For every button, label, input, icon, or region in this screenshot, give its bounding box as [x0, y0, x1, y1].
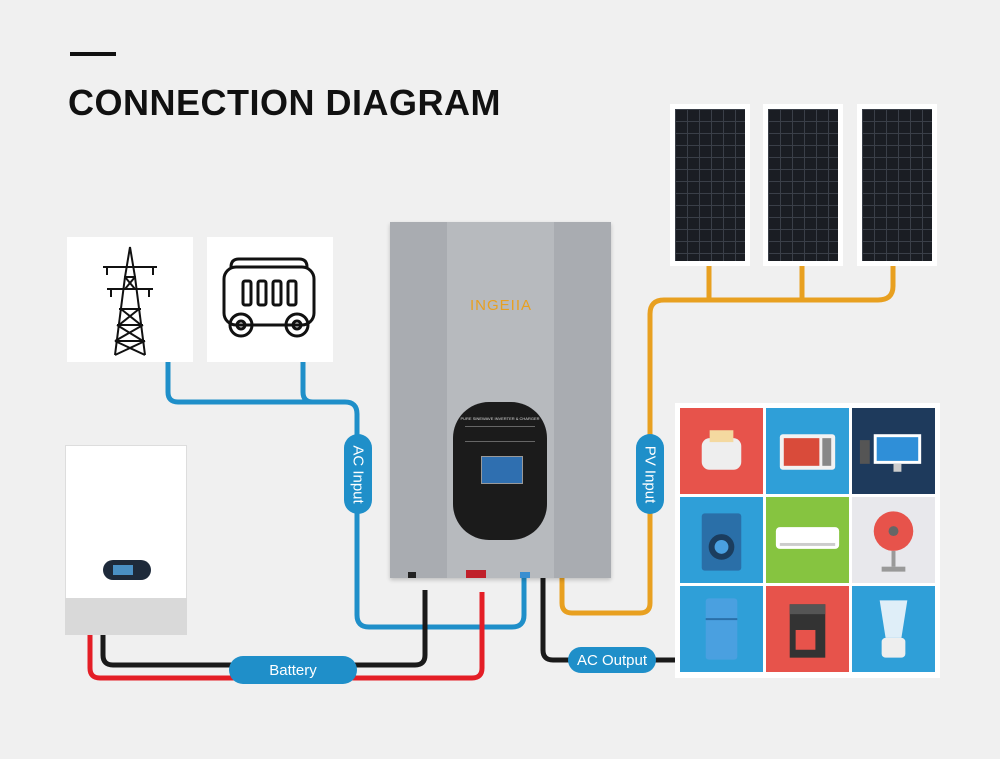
- grid-card: [67, 237, 193, 362]
- appliance-tile: [766, 586, 849, 672]
- air-conditioner-icon: [775, 527, 840, 549]
- blender-icon: [879, 600, 908, 658]
- generator-icon: [222, 257, 316, 338]
- ac-output-label: AC Output: [568, 647, 656, 673]
- inverter-unit: INGEIIA PURE SINEWAVE INVERTER & CHARGER: [390, 222, 611, 578]
- washing-machine-icon: [701, 513, 742, 571]
- title-accent-bar: [70, 52, 116, 56]
- inverter-lcd-screen: [481, 456, 523, 484]
- toaster-icon: [701, 430, 742, 470]
- battery-screen: [113, 565, 133, 575]
- power-pylon-icon: [103, 246, 157, 356]
- appliance-tile: [852, 586, 935, 672]
- terminal-positive: [466, 570, 486, 578]
- appliance-tile: [766, 408, 849, 494]
- appliance-grid: [675, 403, 940, 678]
- solar-panel-icon: [862, 109, 932, 261]
- coffee-maker-icon: [789, 604, 826, 658]
- battery-label: Battery: [229, 656, 357, 684]
- solar-panel-3: [857, 104, 937, 266]
- appliance-tile: [766, 497, 849, 583]
- terminal-negative: [408, 572, 416, 578]
- pv-input-label: PV Input: [636, 434, 664, 514]
- solar-panel-icon: [768, 109, 838, 261]
- generator-card: [207, 237, 333, 362]
- solar-panel-1: [670, 104, 750, 266]
- battery-display: [103, 560, 151, 580]
- refrigerator-icon: [705, 598, 738, 660]
- inverter-control-panel: PURE SINEWAVE INVERTER & CHARGER: [453, 402, 547, 540]
- solar-panel-icon: [675, 109, 745, 261]
- appliance-tile: [680, 586, 763, 672]
- monitor-icon: [859, 434, 922, 472]
- appliance-tile: [852, 408, 935, 494]
- ac-input-label: AC Input: [344, 434, 372, 514]
- appliance-tile: [680, 408, 763, 494]
- ac-input-wire-generator: [300, 362, 314, 405]
- appliance-tile: [852, 497, 935, 583]
- inverter-button-row: [465, 426, 535, 442]
- solar-panel-2: [763, 104, 843, 266]
- appliance-tile: [680, 497, 763, 583]
- panel-heading: PURE SINEWAVE INVERTER & CHARGER: [460, 416, 540, 421]
- fan-icon: [873, 511, 914, 572]
- battery-unit: [65, 445, 187, 635]
- terminal-ac: [520, 572, 530, 578]
- ac-input-wire-grid: [165, 362, 527, 630]
- battery-base: [65, 598, 187, 635]
- ac-output-wire: [540, 578, 676, 663]
- microwave-icon: [779, 434, 836, 470]
- page-title: CONNECTION DIAGRAM: [68, 82, 501, 123]
- inverter-brand-logo: INGEIIA: [470, 297, 533, 314]
